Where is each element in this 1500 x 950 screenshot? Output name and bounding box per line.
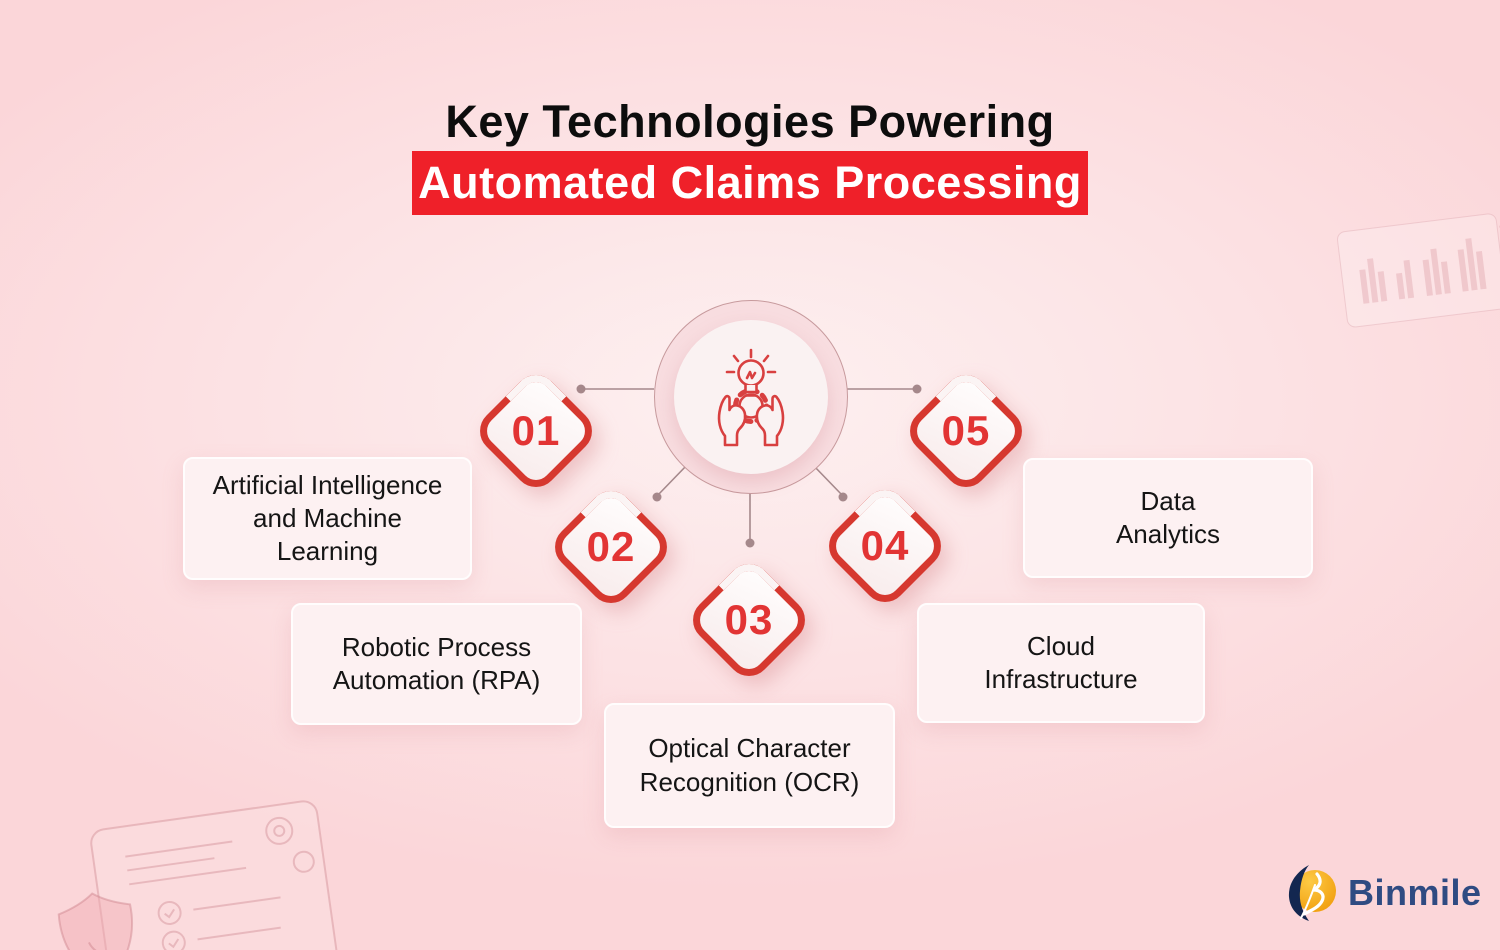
step-diamond-03: 03 [683, 554, 815, 686]
idea-hands-gear-icon [717, 348, 785, 447]
center-inner-circle [674, 320, 828, 474]
page-subtitle: Automated Claims Processing [418, 157, 1082, 208]
binmile-logo-text: Binmile [1348, 872, 1482, 913]
step-diamond-04: 04 [819, 480, 951, 612]
center-circle [654, 300, 848, 494]
label-box-rpa: Robotic Process Automation (RPA) [291, 603, 582, 725]
page-title: Key Technologies Powering [445, 96, 1055, 147]
label-box-ocr: Optical Character Recognition (OCR) [604, 703, 895, 828]
binmile-logo-mark [1288, 865, 1336, 921]
label-box-cloud: Cloud Infrastructure [917, 603, 1205, 723]
title-highlight-band: Automated Claims Processing [412, 151, 1088, 215]
label-box-analytics: Data Analytics [1023, 458, 1313, 578]
step-diamond-05: 05 [900, 365, 1032, 497]
step-number: 04 [860, 522, 910, 569]
step-number: 03 [724, 596, 774, 643]
label-box-ai-ml: Artificial Intelligence and Machine Lear… [183, 457, 472, 580]
step-number: 05 [941, 407, 991, 454]
step-number: 02 [586, 523, 636, 570]
step-diamond-02: 02 [545, 481, 677, 613]
binmile-logo: Binmile [1286, 864, 1482, 922]
step-number: 01 [511, 407, 561, 454]
step-diamond-01: 01 [470, 365, 602, 497]
